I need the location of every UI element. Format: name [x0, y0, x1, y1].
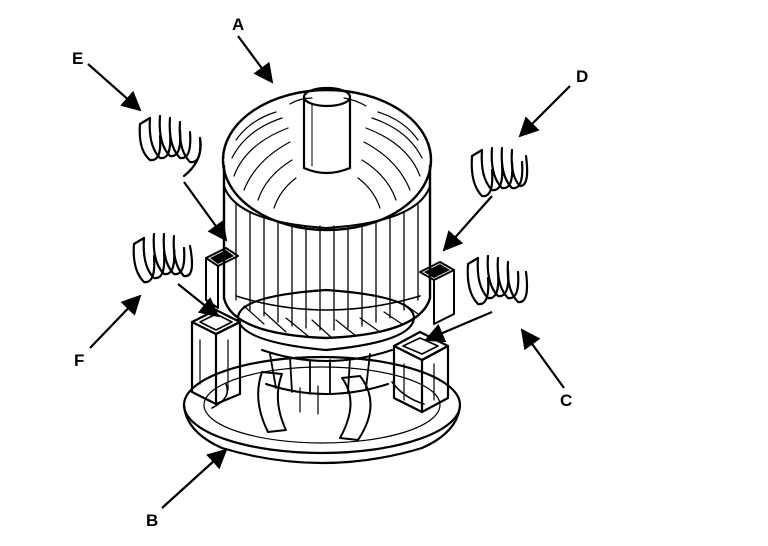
brush-holder-back-right: [419, 261, 455, 325]
brush-holder-front-right: [392, 330, 450, 414]
leader-arrows: [87, 35, 571, 509]
callout-e: E: [72, 49, 83, 68]
spring-d: [470, 146, 529, 198]
callout-d: D: [576, 67, 588, 86]
callout-c: C: [560, 391, 572, 410]
commutator: [236, 288, 416, 395]
spring-e: [138, 114, 202, 178]
brush-holder-back-left: [205, 247, 239, 309]
callout-a: A: [232, 15, 244, 34]
callout-labels: A E D F C B: [72, 15, 588, 530]
brush-holder-front-left: [190, 308, 242, 406]
callout-b: B: [146, 511, 158, 530]
armature-rotor: [221, 86, 433, 340]
callout-f: F: [74, 351, 84, 370]
spring-c: [466, 254, 529, 306]
spring-f: [132, 232, 194, 284]
